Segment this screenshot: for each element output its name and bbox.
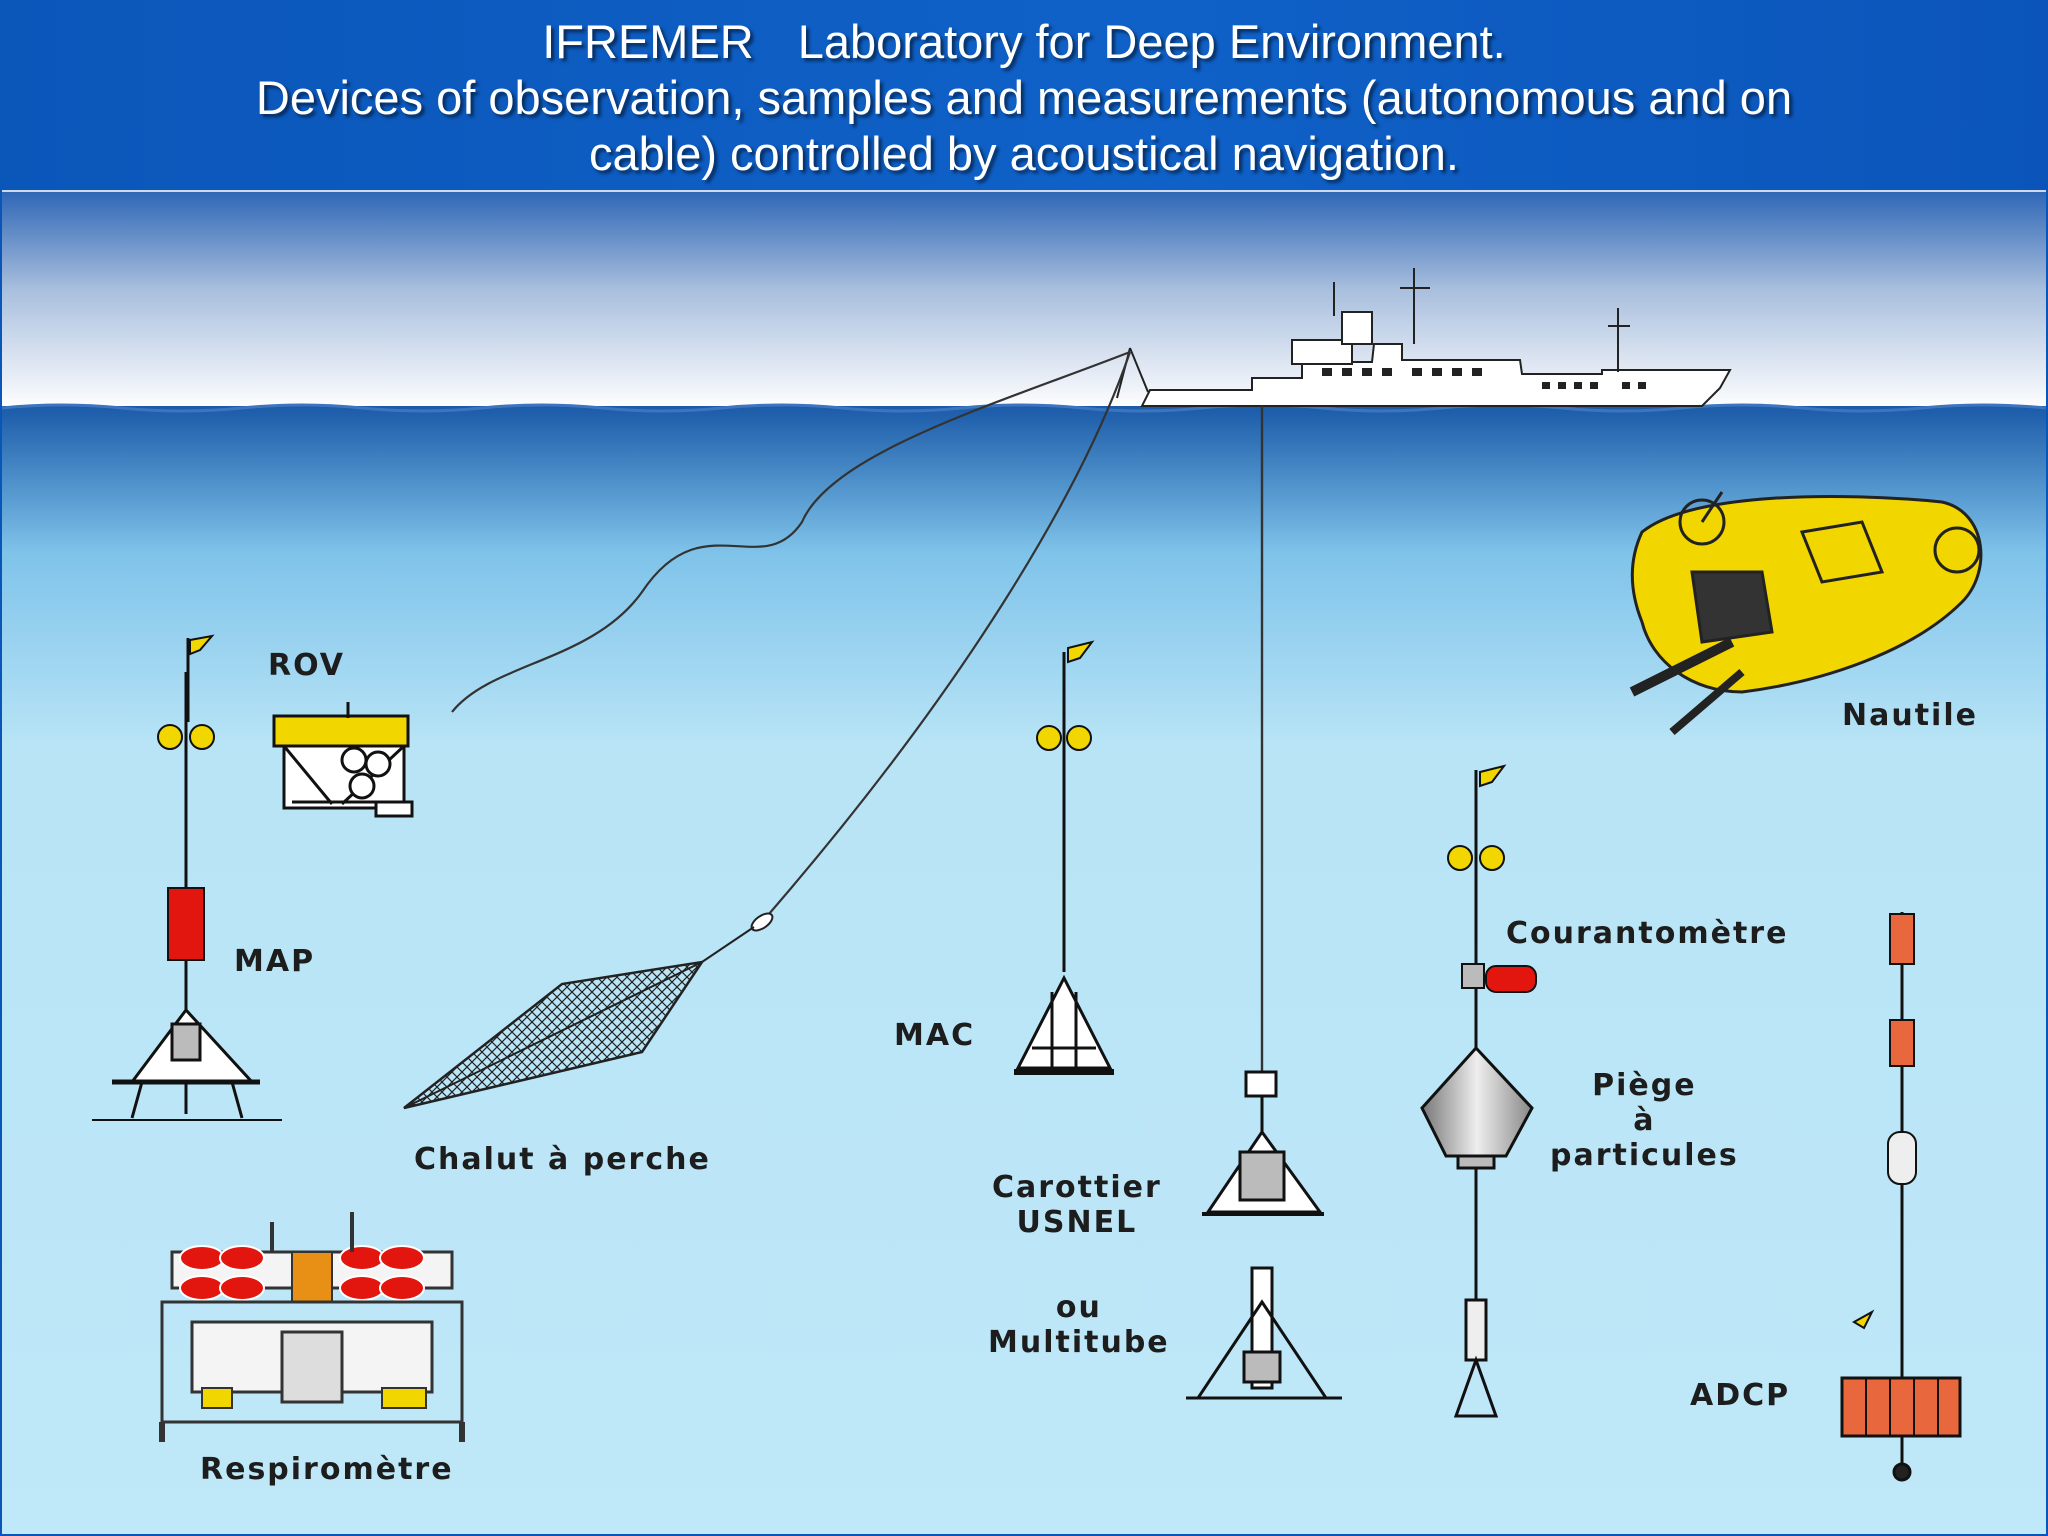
label-rov: ROV bbox=[268, 648, 346, 683]
label-piege-line3: particules bbox=[1550, 1138, 1739, 1173]
sky bbox=[2, 192, 2046, 410]
trawl-cable bbox=[761, 351, 1132, 923]
rov-icon bbox=[272, 702, 414, 818]
label-adcp: ADCP bbox=[1690, 1378, 1791, 1413]
mac-mooring-icon bbox=[1014, 640, 1114, 1075]
title-line-1: IFREMER Laboratory for Deep Environment. bbox=[0, 14, 2048, 70]
beam-trawl-icon bbox=[403, 912, 774, 1110]
label-carottier-line1: Carottier bbox=[992, 1170, 1162, 1205]
title-line-2: Devices of observation, samples and meas… bbox=[255, 71, 1793, 124]
sea-surface-line bbox=[2, 403, 2046, 413]
label-nautile: Nautile bbox=[1842, 698, 1978, 733]
ship-icon bbox=[1116, 268, 1732, 407]
ocean-scene bbox=[2, 192, 2046, 1534]
label-piege-line1: Piège bbox=[1592, 1068, 1697, 1103]
label-piege-line2: à bbox=[1633, 1103, 1656, 1138]
map-mooring-icon bbox=[92, 634, 282, 1121]
title-line-3: cable) controlled by acoustical navigati… bbox=[588, 127, 1459, 180]
label-ou: ou bbox=[1055, 1290, 1102, 1325]
label-mac: MAC bbox=[894, 1018, 976, 1053]
label-map: MAP bbox=[234, 944, 316, 979]
label-multitube: ou Multitube bbox=[988, 1290, 1170, 1360]
label-carottier-line2: USNEL bbox=[1016, 1205, 1138, 1240]
corer-icon bbox=[1202, 1070, 1324, 1216]
title-org: IFREMER bbox=[542, 15, 754, 68]
title-lab: Laboratory for Deep Environment. bbox=[797, 15, 1506, 68]
nautile-submarine-icon bbox=[1629, 491, 1983, 736]
adcp-mooring-icon bbox=[1840, 912, 1962, 1482]
rov-tether bbox=[451, 350, 1131, 713]
sediment-trap-mooring-icon bbox=[1420, 764, 1537, 1418]
label-courantometre: Courantomètre bbox=[1506, 916, 1789, 951]
respirometer-icon bbox=[159, 1212, 465, 1442]
label-carottier: Carottier USNEL bbox=[992, 1170, 1162, 1240]
label-chalut: Chalut à perche bbox=[414, 1142, 711, 1177]
label-piege: Piège à particules bbox=[1550, 1068, 1739, 1173]
multitube-icon bbox=[1186, 1266, 1342, 1400]
label-respirometre: Respiromètre bbox=[200, 1452, 454, 1487]
ocean-diagram: ROV MAP Chalut à perche MAC Carottier US… bbox=[2, 190, 2046, 1534]
label-multitube-line: Multitube bbox=[988, 1325, 1170, 1360]
